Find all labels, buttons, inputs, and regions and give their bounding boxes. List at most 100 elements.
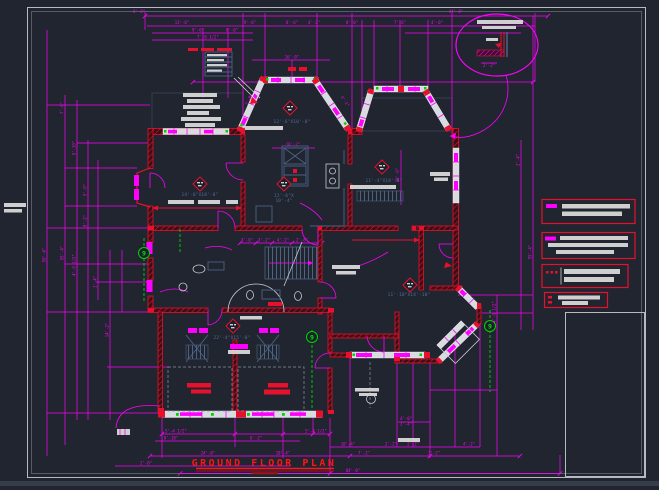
dimension-label: 10'-4" [341, 442, 355, 447]
dimension-label: 7'-6" [394, 20, 406, 25]
dimension-lines [46, 12, 563, 476]
window-bay-top [263, 76, 319, 84]
window-bay2-top [373, 85, 429, 93]
closet-shelves [356, 190, 404, 202]
room-size-label: 14'-0"X18'-0" [182, 192, 219, 198]
room-size-label: 10'-4" [275, 198, 292, 204]
dimension-label: 55'-4" [528, 245, 533, 259]
window-bay2-right [422, 88, 453, 133]
bath-sink [192, 264, 206, 274]
red-annotations [148, 48, 481, 414]
dimension-label: 24'-0" [201, 451, 215, 456]
scale-text-blob [252, 472, 278, 475]
dimension-label: 13'-6" [175, 20, 189, 25]
dimension-label: 7'-0" [244, 93, 254, 106]
dimension-label: 6'-2" [250, 436, 262, 441]
legend-box-2 [541, 231, 636, 260]
dimension-label: 7'-2" [358, 451, 370, 456]
window-bands [134, 75, 481, 418]
kitchen-island [281, 145, 309, 187]
door-tag-marker: 9 [484, 320, 496, 332]
dimension-label: 8'-10" [164, 436, 178, 441]
sofa-set-2 [256, 328, 280, 363]
window-bay-right [311, 77, 352, 133]
dimension-label: 5'-0" [83, 184, 88, 196]
window-bay-left [236, 75, 267, 133]
dimension-label: 3'-4" [400, 422, 412, 427]
room-size-label: 11'-4"X18'-0" [366, 178, 403, 184]
dimension-label: 10'-4" [276, 451, 290, 456]
door-tag-marker: 9 [138, 247, 150, 259]
window-notch-2 [134, 189, 139, 200]
drawing-title: GROUND FLOOR PLAN [192, 458, 337, 475]
room-tags: 14'-0"X18'-0" 12'-6"X10'-0" 12'-6"X 10'-… [182, 100, 430, 341]
dimension-label: 2'-4" [516, 154, 521, 166]
legend-swatch-magenta [546, 204, 557, 208]
window-bay3-diag2 [435, 321, 481, 365]
note-text-blocks [4, 93, 450, 442]
room-tag: 22'-4"X15'-0" [214, 318, 251, 341]
dimension-label: 1'-4" [93, 276, 98, 288]
dimension-label: 8'-0" [133, 9, 145, 14]
detail-wall-section [476, 49, 505, 57]
door-number-markers: 9 9 9 [138, 229, 496, 410]
legend-notes [541, 198, 636, 309]
dimension-label: 7'-0" [60, 102, 65, 114]
dimension-label: 16'-2" [286, 142, 300, 147]
planter-rotated-square [436, 320, 480, 364]
window-bay2-left [355, 88, 375, 133]
room-tag: 12'-6"X 10'-4" [274, 176, 294, 204]
legend-box-4 [543, 291, 609, 309]
dimension-label: 2'-0" [140, 461, 152, 466]
dimension-label: 4'-3 1/2" [492, 301, 497, 323]
dimension-label: 4'-1" [340, 95, 351, 108]
dimension-label: 4'-2" [277, 238, 289, 243]
window-bow-bottom [346, 351, 430, 359]
stove [283, 147, 307, 165]
dimension-label: 8'-0" [346, 20, 358, 25]
room-size-label: 12'-6"X10'-0" [274, 119, 311, 125]
coffee-table [230, 344, 248, 349]
dimension-label: 44'-0" [449, 9, 463, 14]
dimension-label: 59'-4" [42, 248, 47, 262]
legend-box-3 [541, 263, 629, 289]
room-tag: 11'-4"X18'-0" [366, 159, 403, 184]
window-right-wall [452, 147, 460, 204]
detail-bubble [449, 13, 539, 139]
room-size-label: 22'-4"X15'-0" [214, 335, 251, 341]
dimension-label: 4'-2" [308, 20, 320, 25]
dimension-label: 9'-6" [192, 28, 204, 33]
dimension-label: 55'-4" [60, 246, 65, 260]
column-detail-symbol [117, 429, 130, 435]
dimension-label: 2'-8" [296, 238, 308, 243]
dimension-label: 3'-2" [428, 451, 440, 456]
dimension-label: 9'-10" [72, 141, 77, 155]
window-bay3-diag [455, 284, 481, 310]
legend-swatch-magenta [545, 236, 556, 241]
bath-toilet [178, 282, 188, 292]
dimension-label: 4'-0" [400, 416, 412, 421]
drawing-title-text: GROUND FLOOR PLAN [192, 458, 337, 469]
exterior-stair [204, 51, 261, 104]
sofa-set-1 [185, 328, 209, 363]
dimension-label: 2'-2" [385, 442, 397, 447]
dimension-label: 8'-2" [83, 215, 88, 227]
dimension-label: 5'-4 1/2" [165, 429, 187, 434]
door-tag-number: 9 [142, 250, 146, 258]
dimension-label: 16'-0" [285, 55, 299, 60]
room-size-label: 12'-6"X [274, 193, 294, 199]
ceiling-dashed-outlines [167, 362, 371, 412]
room-tag: 14'-0"X18'-0" [182, 176, 219, 198]
dimension-label: 7'-6 1/2" [197, 35, 219, 40]
dimension-labels: 8'-0"44'-0"13'-6"9'-6"8'-6"4'-2"8'-0"7'-… [42, 9, 533, 473]
dimension-label: 2'-2" [483, 63, 495, 68]
dimension-label: 14'-2" [105, 323, 110, 337]
powder-toilet [246, 290, 254, 300]
dimension-label: 3'-0" [241, 238, 253, 243]
furniture [167, 328, 371, 412]
window-porch [158, 410, 323, 418]
title-block-frame [565, 312, 645, 477]
room-tag: 12'-6"X10'-0" [274, 100, 311, 125]
dimension-label: 6'-0" [226, 28, 238, 33]
